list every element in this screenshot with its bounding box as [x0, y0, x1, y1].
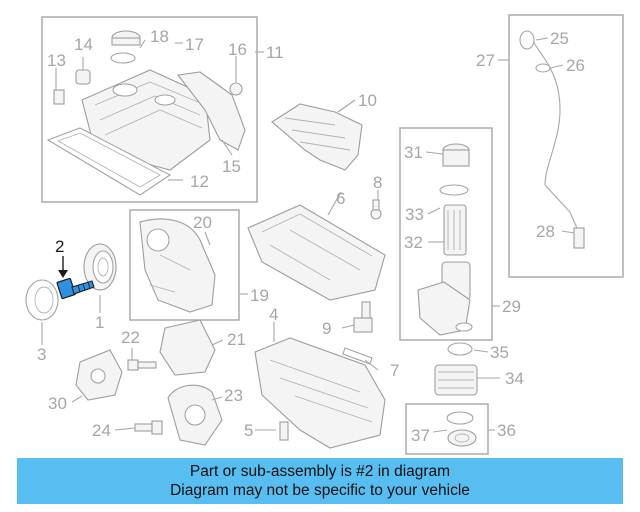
label-33: 33: [405, 205, 424, 224]
label-6: 6: [336, 189, 345, 208]
label-35: 35: [490, 343, 509, 362]
cover-side-bracket: [176, 71, 246, 151]
lower-oil-pan: [254, 337, 386, 449]
cover-gasket: [46, 127, 172, 196]
group-box-oil-filter: [399, 127, 493, 341]
bolt-22: [127, 359, 157, 371]
label-3: 3: [37, 345, 46, 364]
label-17: 17: [185, 35, 204, 54]
label-29: 29: [502, 297, 521, 316]
label-9: 9: [322, 319, 331, 338]
label-26: 26: [566, 56, 585, 75]
upper-oil-pan: [247, 204, 386, 301]
label-21: 21: [227, 330, 246, 349]
group-box-cylinder-head-cover: [41, 16, 258, 203]
leader-arrow-2: [58, 256, 68, 278]
timing-cover: [139, 218, 216, 313]
label-24: 24: [92, 421, 111, 440]
label-27: 27: [476, 51, 495, 70]
label-10: 10: [358, 91, 377, 110]
group-box-dipstick: [508, 14, 624, 278]
label-36: 36: [497, 421, 516, 440]
label-15: 15: [222, 157, 241, 176]
banner-line-disclaimer: Diagram may not be specific to your vehi…: [170, 482, 470, 499]
label-1: 1: [95, 313, 104, 332]
bolt-part-2-highlighted[interactable]: [56, 277, 95, 300]
label-8: 8: [373, 173, 382, 192]
drain-plug-8: [370, 199, 382, 220]
dipstick: [519, 30, 585, 249]
label-12: 12: [190, 172, 209, 191]
sensor-9: [353, 301, 373, 333]
label-20: 20: [193, 213, 212, 232]
oil-filler-cap: [110, 30, 141, 64]
label-5: 5: [244, 421, 253, 440]
part-info-banner: Part or sub-assembly is #2 in diagram Di…: [17, 458, 623, 504]
oil-filter-housing: [417, 143, 473, 336]
breather-parts: [53, 69, 243, 105]
parts-diagram: 1 2 3 4 5 6 7 8 9 10 11 12 13 14 15 16 1…: [25, 14, 624, 455]
shield-23: [167, 384, 223, 446]
crankshaft-pulley: [83, 243, 117, 291]
label-22: 22: [121, 328, 140, 347]
part-labels: 1 2 3 4 5 6 7 8 9 10 11 12 13 14 15 16 1…: [37, 27, 585, 445]
label-28: 28: [536, 222, 555, 241]
bolt-24: [134, 420, 163, 435]
leader-lines: [41, 37, 575, 433]
label-4: 4: [269, 305, 278, 324]
group-box-timing-cover: [129, 209, 240, 321]
oil-cooler: [434, 364, 478, 396]
label-19: 19: [250, 286, 269, 305]
label-13: 13: [47, 51, 66, 70]
label-34: 34: [505, 369, 524, 388]
seals-37: [446, 411, 477, 447]
label-32: 32: [404, 233, 423, 252]
o-ring-35: [447, 342, 473, 356]
seal-cap-3: [25, 279, 59, 321]
bracket-30: [75, 349, 123, 401]
group-box-seals: [405, 403, 489, 455]
cylinder-head-cover: [81, 69, 211, 171]
label-16: 16: [228, 40, 247, 59]
drain-bolt-5: [279, 421, 289, 441]
label-37: 37: [411, 426, 430, 445]
label-25: 25: [550, 29, 569, 48]
label-23: 23: [224, 386, 243, 405]
label-30: 30: [48, 394, 67, 413]
label-31: 31: [404, 143, 423, 162]
oil-baffle: [271, 103, 363, 171]
label-2[interactable]: 2: [55, 237, 64, 256]
label-14: 14: [74, 35, 93, 54]
label-18: 18: [150, 27, 169, 46]
label-7: 7: [390, 361, 399, 380]
cover-plate-21: [159, 319, 216, 376]
label-11: 11: [266, 43, 284, 62]
banner-line-part-number: Part or sub-assembly is #2 in diagram: [189, 463, 451, 480]
